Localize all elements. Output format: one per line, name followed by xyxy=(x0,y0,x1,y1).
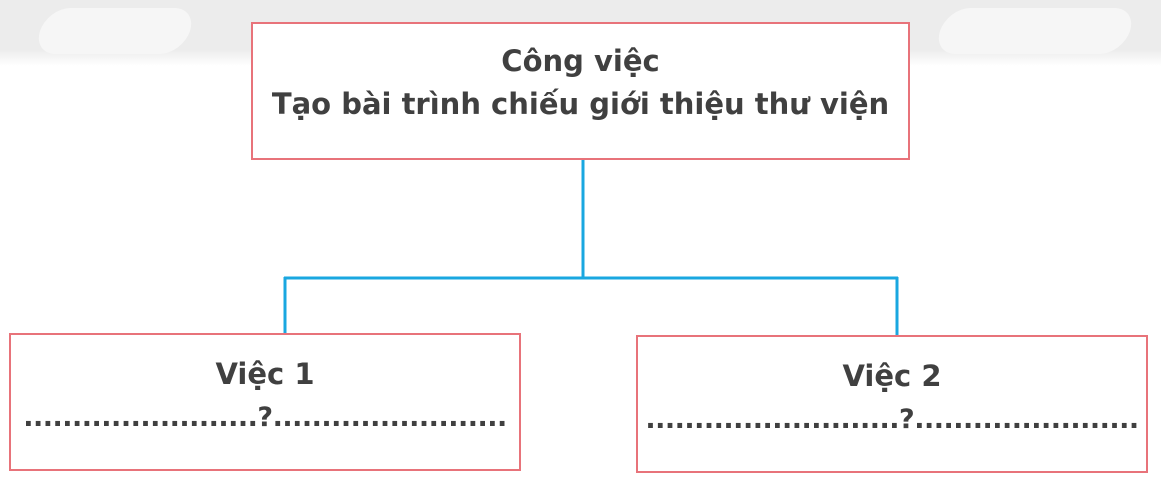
subtask-2-heading: Việc 2 xyxy=(842,359,942,393)
subtask-box-1: Việc 1 ........................?........… xyxy=(9,333,521,471)
subtask-1-blank: ........................?...............… xyxy=(23,401,507,433)
root-task-text: Tạo bài trình chiếu giới thiệu thư viện xyxy=(271,86,890,121)
subtask-1-heading: Việc 1 xyxy=(215,357,315,391)
root-heading: Công việc xyxy=(501,44,660,78)
subtask-box-2: Việc 2 ..........................?......… xyxy=(636,335,1148,473)
root-task-box: Công việc Tạo bài trình chiếu giới thiệu… xyxy=(251,22,910,160)
subtask-2-blank: ..........................?.............… xyxy=(645,403,1139,435)
